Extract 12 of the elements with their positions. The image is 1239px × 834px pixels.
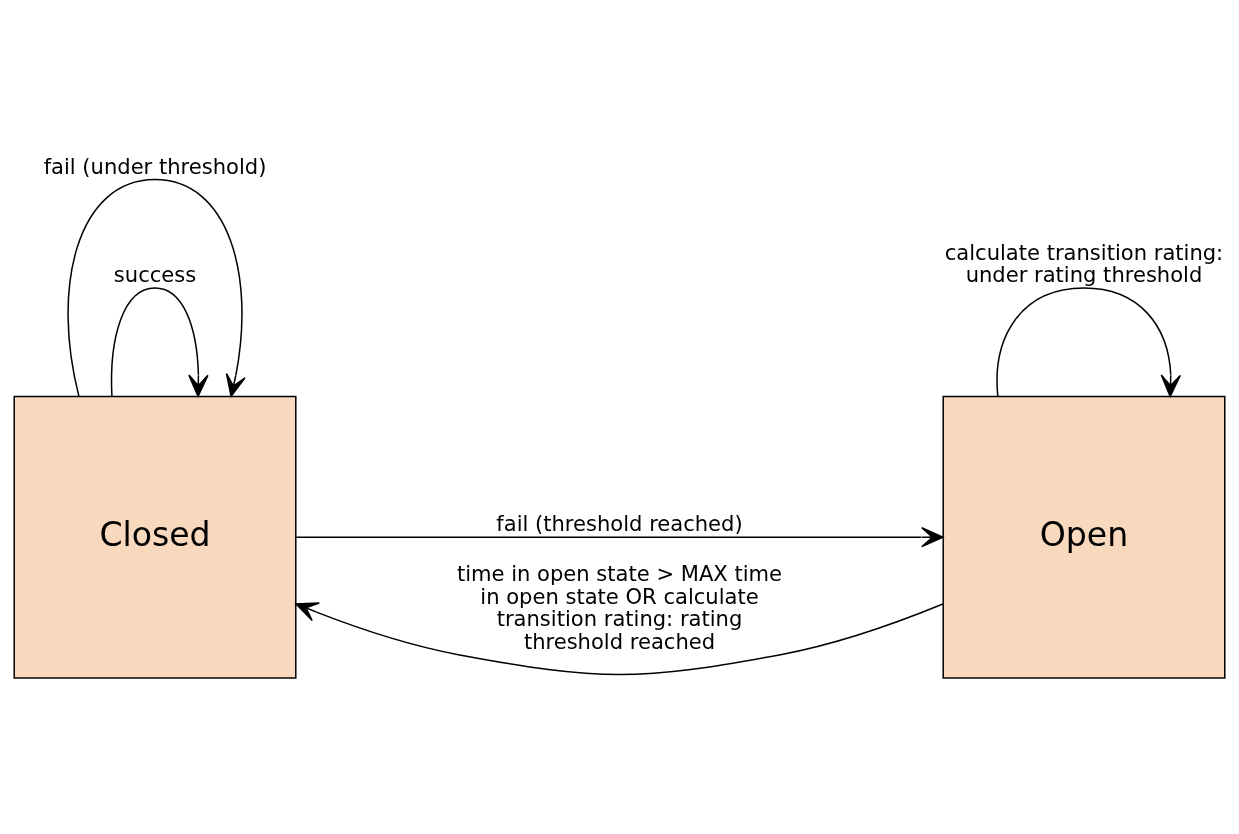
edge-label: fail (threshold reached) <box>496 510 743 536</box>
edge-label: success <box>113 261 197 287</box>
node-box: Closed <box>13 395 297 679</box>
edge-label: time in open state > MAX time in open state OR calculate transition rating: rating threshold reached <box>456 560 783 654</box>
node-box: Open <box>942 395 1226 679</box>
arrow <box>996 286 1181 397</box>
edge-label: calculate transition rating: under rating threshold <box>944 239 1224 287</box>
edge-label: fail (under threshold) <box>43 153 267 179</box>
arrow <box>110 286 209 397</box>
arrow <box>295 526 944 547</box>
arrow <box>67 178 246 397</box>
arrow <box>295 601 944 675</box>
